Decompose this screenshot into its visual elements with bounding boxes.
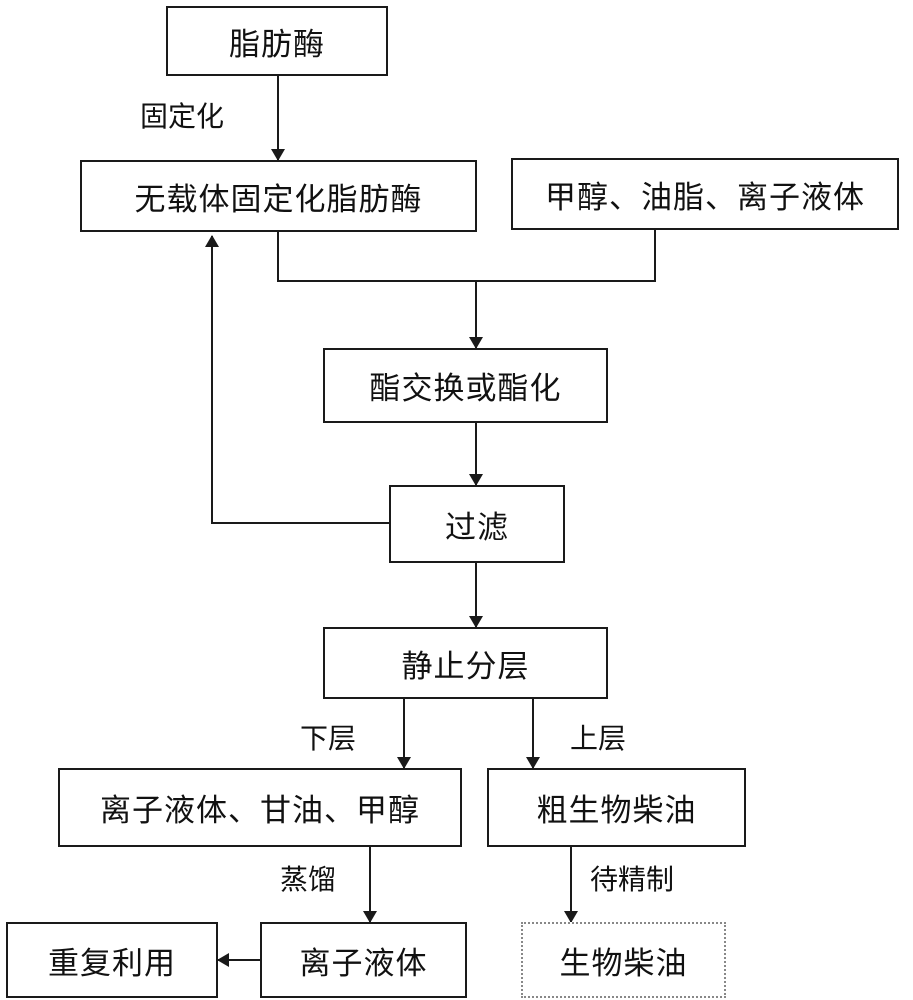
label-to-be-refined: 待精制 [590,863,675,896]
connector-merge-inputs [277,230,656,282]
node-ionic-liquid: 离子液体 [260,922,467,998]
node-reuse: 重复利用 [6,922,218,998]
node-lipase: 脂肪酶 [166,6,388,76]
arrow-filtration-recycle [205,235,389,524]
node-ionic-liquid-glycerol-methanol: 离子液体、甘油、甲醇 [58,768,462,847]
node-crude-biodiesel: 粗生物柴油 [487,768,746,847]
node-transesterification: 酯交换或酯化 [323,348,608,423]
label-immobilization: 固定化 [140,100,225,133]
node-filtration: 过滤 [389,485,565,563]
node-reactants: 甲醇、油脂、离子液体 [511,158,899,230]
node-settling: 静止分层 [323,627,608,699]
label-lower-layer: 下层 [300,722,357,755]
label-upper-layer: 上层 [570,722,627,755]
node-carrier-free-immobilized-lipase: 无载体固定化脂肪酶 [80,160,477,232]
label-distillation: 蒸馏 [280,863,337,896]
node-biodiesel: 生物柴油 [521,922,726,998]
